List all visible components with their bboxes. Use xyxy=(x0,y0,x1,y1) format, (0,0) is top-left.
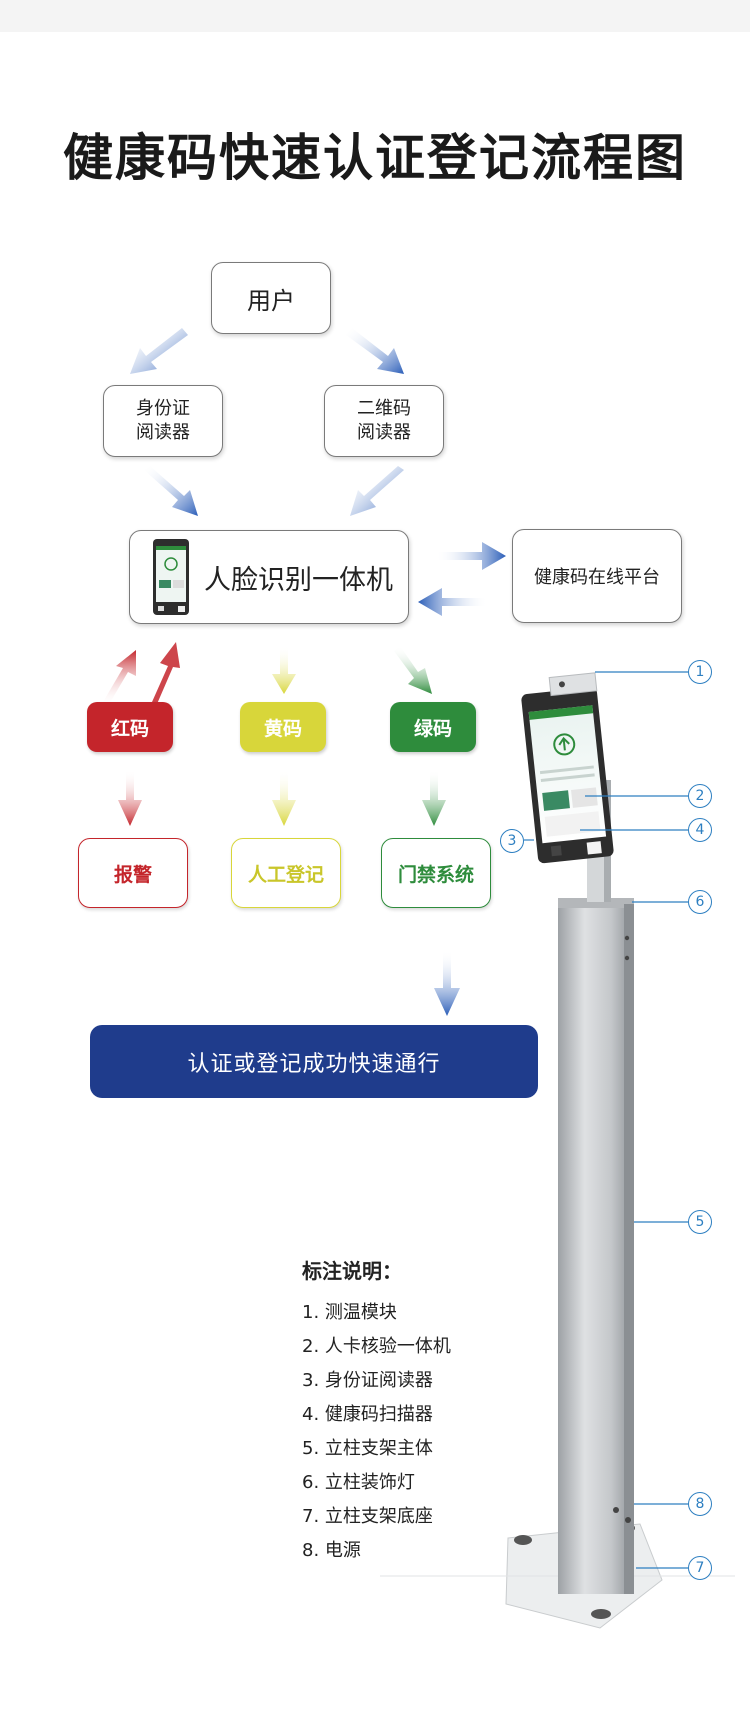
device-icon xyxy=(153,539,189,615)
callout-7: 7 xyxy=(688,1556,712,1580)
legend: 标注说明： 1. 测温模块 2. 人卡核验一体机 3. 身份证阅读器 4. 健康… xyxy=(302,1254,451,1568)
arrow-icon xyxy=(436,542,506,570)
page-title: 健康码快速认证登记流程图 xyxy=(63,129,687,187)
arrow-icon xyxy=(346,328,404,374)
status-red: 红码 xyxy=(87,702,173,752)
arrow-icon xyxy=(422,770,446,826)
legend-item: 7. 立柱支架底座 xyxy=(302,1506,433,1527)
outcome-alarm: 报警 xyxy=(78,838,188,908)
face-device-node: 人脸识别一体机 xyxy=(129,530,409,624)
arrow-icon xyxy=(272,646,296,694)
arrow-icon xyxy=(118,770,142,826)
callout-3: 3 xyxy=(500,829,524,853)
callout-5: 5 xyxy=(688,1210,712,1234)
qr-reader-label: 二维码 阅读器 xyxy=(357,398,411,443)
qr-reader-node: 二维码 阅读器 xyxy=(324,385,444,457)
arrow-icon xyxy=(152,642,180,704)
pass-banner: 认证或登记成功快速通行 xyxy=(90,1025,538,1098)
platform-node: 健康码在线平台 xyxy=(512,529,682,623)
callout-6: 6 xyxy=(688,890,712,914)
status-yellow: 黄码 xyxy=(240,702,326,752)
face-device-label: 人脸识别一体机 xyxy=(204,564,393,596)
callout-2: 2 xyxy=(688,784,712,808)
top-strip xyxy=(0,0,750,32)
legend-item: 8. 电源 xyxy=(302,1540,361,1561)
callout-1: 1 xyxy=(688,660,712,684)
id-reader-label: 身份证 阅读器 xyxy=(136,398,190,443)
arrow-icon xyxy=(350,466,404,516)
device-illustration xyxy=(380,671,735,1629)
arrow-icon xyxy=(394,646,432,694)
arrow-icon xyxy=(434,950,460,1016)
callout-4: 4 xyxy=(688,818,712,842)
user-node: 用户 xyxy=(211,262,331,334)
legend-title: 标注说明： xyxy=(302,1259,402,1283)
platform-label: 健康码在线平台 xyxy=(534,567,660,588)
legend-item: 4. 健康码扫描器 xyxy=(302,1404,433,1425)
legend-item: 1. 测温模块 xyxy=(302,1302,397,1323)
legend-item: 3. 身份证阅读器 xyxy=(302,1370,433,1391)
legend-item: 5. 立柱支架主体 xyxy=(302,1438,433,1459)
legend-item: 2. 人卡核验一体机 xyxy=(302,1336,451,1357)
status-green: 绿码 xyxy=(390,702,476,752)
legend-item: 6. 立柱装饰灯 xyxy=(302,1472,415,1493)
user-label: 用户 xyxy=(247,286,295,315)
id-reader-node: 身份证 阅读器 xyxy=(103,385,223,457)
arrow-icon xyxy=(144,466,198,516)
arrow-icon xyxy=(130,328,188,374)
arrow-icon xyxy=(272,770,296,826)
callout-8: 8 xyxy=(688,1492,712,1516)
arrow-icon xyxy=(418,588,488,616)
outcome-manual: 人工登记 xyxy=(231,838,341,908)
outcome-gate: 门禁系统 xyxy=(381,838,491,908)
arrow-icon xyxy=(103,650,136,706)
